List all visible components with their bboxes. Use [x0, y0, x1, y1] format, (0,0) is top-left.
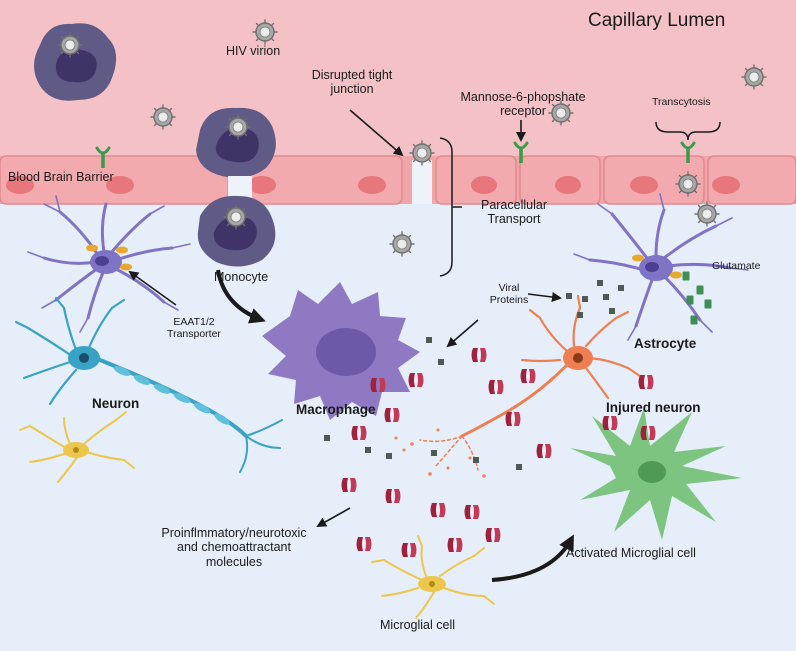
monocyte-top-left — [34, 23, 117, 101]
paracellular-bracket — [439, 137, 462, 277]
transcytosis-bracket — [655, 121, 721, 141]
m6p-receptor-line2: receptor — [500, 104, 546, 119]
monocyte-to-macrophage-arrow — [216, 269, 266, 324]
astrocyte-label: Astrocyte — [634, 336, 697, 351]
hiv-virion-label: HIV virion — [226, 44, 281, 58]
macrophage-nucleus — [316, 328, 376, 376]
m6p-receptor-label: Mannose-6-phopshate receptor — [436, 90, 610, 119]
neuron-blue-nucleus — [79, 353, 89, 363]
proinflammatory-label: Proinflmmatory/neurotoxic and chemoattra… — [134, 526, 334, 569]
eaat-line1: EAAT1/2 — [173, 316, 215, 328]
disrupted-junction-line1: Disrupted tight — [311, 68, 393, 82]
capillary-lumen — [0, 0, 796, 160]
astrocyte-right-nucleus — [645, 262, 659, 272]
injured-neuron-label: Injured neuron — [606, 400, 701, 415]
axon-debris — [394, 428, 486, 478]
paracellular-line2: Transport — [487, 212, 541, 227]
viral-proteins-line2: Proteins — [489, 294, 529, 307]
proinflammatory-line1: Proinflmmatory/neurotoxic — [161, 526, 307, 540]
label-arrows — [128, 109, 562, 527]
eaat-line2: Transporter — [167, 328, 221, 341]
endothelial-layer — [0, 155, 796, 205]
capillary-lumen-label: Capillary Lumen — [588, 10, 726, 31]
proinflammatory-line2: and chemoattractant — [177, 540, 291, 555]
microglia-left-nucleus — [73, 447, 79, 453]
proinflammatory-line3: molecules — [205, 554, 263, 569]
activated-microglia-label: Activated Microglial cell — [566, 546, 696, 560]
microglia-left — [19, 411, 135, 483]
neuron-label: Neuron — [92, 396, 140, 411]
paracellular-transport-label: Paracellular Transport — [456, 198, 572, 227]
eaat-transporter-label: EAAT1/2 Transporter — [158, 316, 230, 340]
myelin-sheath — [113, 366, 230, 425]
microglia-bottom — [371, 535, 495, 619]
macrophage-label: Macrophage — [296, 402, 376, 417]
astrocyte-right — [573, 193, 749, 341]
injured-neuron — [419, 294, 642, 471]
m6p-receptor-line1: Mannose-6-phopshate — [460, 90, 586, 104]
astrocyte-left-nucleus — [95, 256, 109, 266]
viral-proteins-line1: Viral — [498, 282, 520, 294]
monocyte-crossing-bottom — [197, 195, 276, 267]
transcytosis-label: Transcytosis — [652, 96, 711, 108]
blood-brain-barrier-label: Blood Brain Barrier — [8, 170, 114, 184]
glutamate-label: Glutamate — [712, 260, 761, 272]
monocyte-crossing-top — [196, 107, 276, 178]
monocyte-label: Monocyte — [214, 270, 269, 284]
disrupted-junction-label: Disrupted tight junction — [284, 68, 420, 97]
microglial-cell-label: Microglial cell — [380, 618, 456, 632]
viral-proteins-label: Viral Proteins — [484, 282, 534, 306]
microglia-bottom-nucleus — [429, 581, 435, 587]
microglia-activation-arrow — [491, 534, 574, 582]
injured-neuron-nucleus — [573, 353, 583, 363]
activated-microglia-nucleus — [638, 461, 666, 483]
disrupted-junction-line2: junction — [330, 82, 374, 97]
paracellular-line1: Paracellular — [480, 198, 547, 212]
